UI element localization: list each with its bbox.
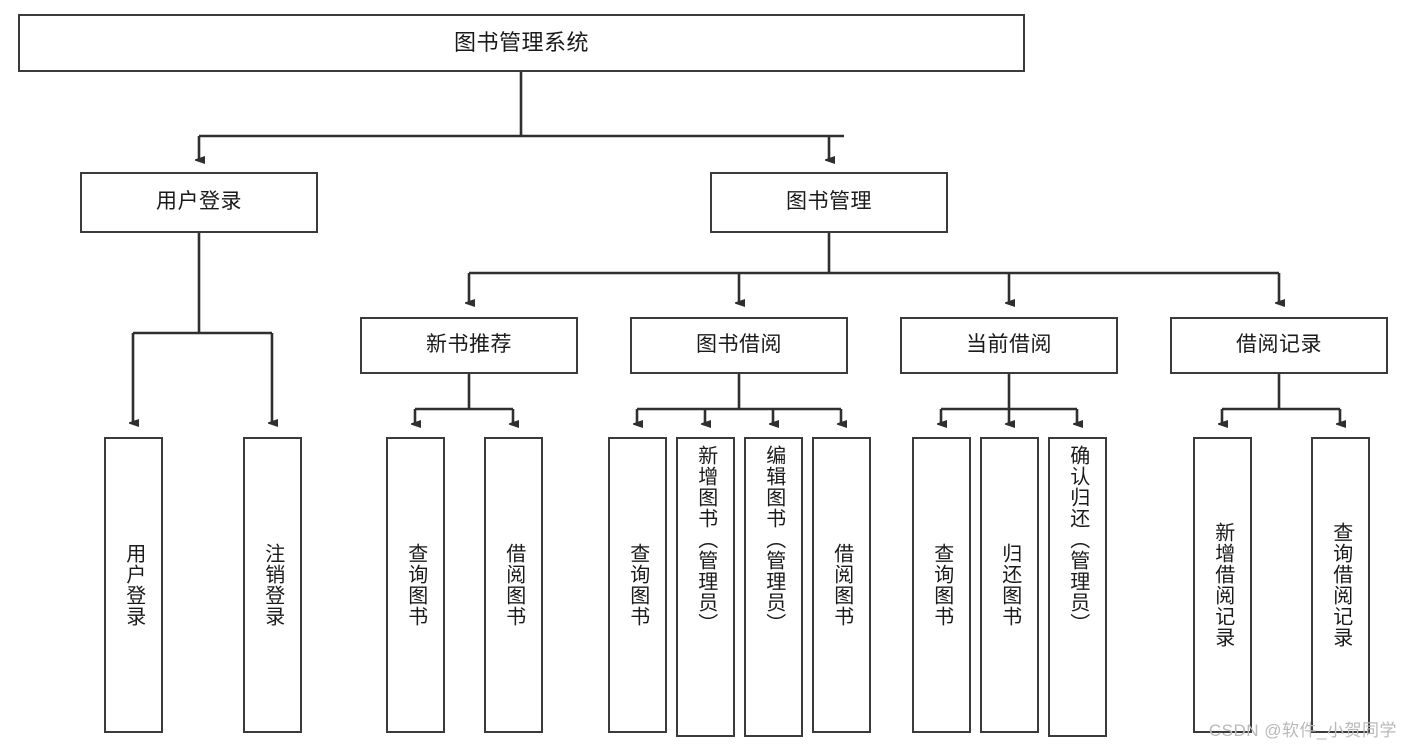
node-leaf-borrow-book-1[interactable]: 借阅图书 — [484, 437, 543, 733]
node-leaf-add-book-label: 新增图书（管理员） — [694, 445, 717, 634]
node-root-label: 图书管理系统 — [453, 30, 589, 56]
node-leaf-query-book-2-label: 查询图书 — [626, 543, 649, 627]
node-leaf-return-book-label: 归还图书 — [998, 543, 1021, 627]
node-leaf-user-login-label: 用户登录 — [122, 543, 145, 627]
node-leaf-add-record-label: 新增借阅记录 — [1211, 522, 1234, 648]
watermark: CSDN @软件_小贺同学 — [1208, 721, 1397, 740]
node-leaf-query-book-1-label: 查询图书 — [404, 543, 427, 627]
node-current-borrow[interactable]: 当前借阅 — [900, 317, 1118, 374]
node-leaf-query-book-3-label: 查询图书 — [930, 543, 953, 627]
node-current-borrow-label: 当前借阅 — [966, 333, 1052, 357]
node-user-login[interactable]: 用户登录 — [80, 172, 318, 233]
node-borrow-record[interactable]: 借阅记录 — [1170, 317, 1388, 374]
node-leaf-query-book-2[interactable]: 查询图书 — [608, 437, 667, 733]
node-leaf-logout-label: 注销登录 — [261, 543, 284, 627]
node-book-borrow[interactable]: 图书借阅 — [630, 317, 848, 374]
node-leaf-borrow-book-2[interactable]: 借阅图书 — [812, 437, 871, 733]
node-leaf-query-record[interactable]: 查询借阅记录 — [1311, 437, 1370, 733]
node-leaf-add-book[interactable]: 新增图书（管理员） — [676, 437, 735, 737]
node-book-manage[interactable]: 图书管理 — [710, 172, 948, 233]
node-leaf-return-book[interactable]: 归还图书 — [980, 437, 1039, 733]
node-leaf-confirm-return[interactable]: 确认归还（管理员） — [1048, 437, 1107, 737]
node-leaf-user-login[interactable]: 用户登录 — [104, 437, 163, 733]
node-leaf-query-record-label: 查询借阅记录 — [1329, 522, 1352, 648]
node-leaf-confirm-return-label: 确认归还（管理员） — [1066, 445, 1089, 634]
node-book-manage-label: 图书管理 — [786, 190, 872, 214]
node-leaf-add-record[interactable]: 新增借阅记录 — [1193, 437, 1252, 733]
node-leaf-logout[interactable]: 注销登录 — [243, 437, 302, 733]
node-new-book-rec-label: 新书推荐 — [426, 333, 512, 357]
node-root[interactable]: 图书管理系统 — [18, 14, 1025, 72]
node-new-book-rec[interactable]: 新书推荐 — [360, 317, 578, 374]
node-leaf-edit-book-label: 编辑图书（管理员） — [762, 445, 785, 634]
node-borrow-record-label: 借阅记录 — [1236, 333, 1322, 357]
node-leaf-borrow-book-2-label: 借阅图书 — [830, 543, 853, 627]
node-user-login-label: 用户登录 — [156, 190, 242, 214]
node-leaf-query-book-1[interactable]: 查询图书 — [386, 437, 445, 733]
node-book-borrow-label: 图书借阅 — [696, 333, 782, 357]
node-leaf-edit-book[interactable]: 编辑图书（管理员） — [744, 437, 803, 737]
node-leaf-query-book-3[interactable]: 查询图书 — [912, 437, 971, 733]
node-leaf-borrow-book-1-label: 借阅图书 — [502, 543, 525, 627]
